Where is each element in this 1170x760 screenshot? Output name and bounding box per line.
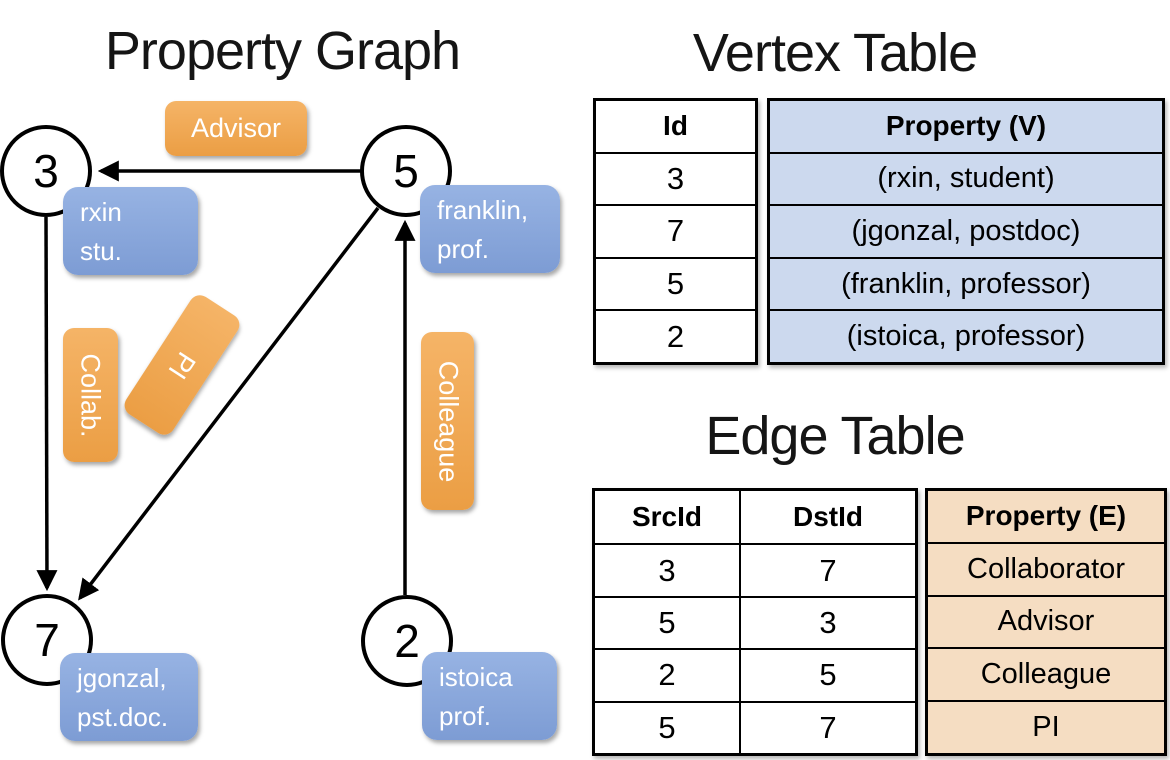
edge-srcid-cell: 5: [595, 595, 739, 648]
vertex-property-line: jgonzal,: [77, 663, 167, 693]
edge-dstid-cell: 5: [739, 648, 915, 701]
vertex-property-box-7: jgonzal, pst.doc.: [60, 653, 198, 741]
vertex-property-box-3: rxin stu.: [63, 187, 198, 275]
vertex-property-line: prof.: [439, 701, 492, 731]
vertex-property-line: pst.doc.: [77, 702, 169, 732]
node-id: 2: [394, 615, 420, 667]
vertex-table-header-id: Id: [663, 110, 688, 142]
edge-dstid-cell: 3: [739, 595, 915, 649]
vertex-property-cell: (rxin, student): [770, 151, 1162, 205]
edge-collaborator-3-to-7: [36, 216, 58, 592]
vertex-property-line: rxin: [80, 197, 122, 227]
edge-label-colleague: Colleague: [421, 332, 474, 510]
vertex-property-line: franklin,: [437, 195, 529, 225]
vertex-table-id-column: Id 3 7 5 2: [593, 98, 758, 365]
vertex-property-box-5: franklin, prof.: [420, 185, 560, 273]
edge-property-cell: Colleague: [928, 647, 1164, 700]
vertex-id-cell: 7: [596, 204, 755, 257]
property-graph-title: Property Graph: [104, 21, 461, 81]
graph-node-2: 2: [361, 595, 453, 687]
edge-label-text: Collab.: [76, 352, 107, 438]
graph-edges: [36, 160, 416, 601]
vertex-property-line: istoica: [439, 662, 513, 692]
edge-label-advisor: Advisor: [165, 101, 307, 156]
edge-table-header-srcid: SrcId: [631, 501, 703, 533]
edge-table-header-property: Property (E): [965, 500, 1127, 532]
edge-property-cell: PI: [928, 700, 1164, 753]
node-id: 7: [34, 614, 60, 666]
node-id: 5: [393, 145, 419, 197]
vertex-table-property-column: Property (V) (rxin, student) (jgonzal, p…: [767, 98, 1165, 365]
edge-dstid-cell: 7: [739, 700, 915, 753]
vertex-property-line: prof.: [437, 234, 490, 264]
vertex-property-box-2: istoica prof.: [422, 652, 557, 740]
edge-property-cell: Advisor: [928, 594, 1164, 648]
vertex-id-cell: 5: [596, 256, 755, 310]
vertex-property-cell: (jgonzal, postdoc): [770, 204, 1162, 257]
edge-table-header-dstid: DstId: [739, 491, 915, 544]
graph-node-5: 5: [360, 125, 452, 217]
vertex-property-cell: (franklin, professor): [770, 256, 1162, 310]
edge-dstid-cell: 7: [739, 543, 915, 596]
edge-label-text: PI: [162, 346, 202, 385]
vertex-id-cell: 3: [596, 151, 755, 205]
edge-srcid-cell: 5: [595, 700, 739, 753]
edge-property-cell: Collaborator: [928, 541, 1164, 595]
vertex-table-title: Vertex Table: [692, 23, 978, 83]
node-id: 3: [33, 145, 59, 197]
vertex-property-line: stu.: [80, 236, 122, 266]
edge-table-id-columns: SrcId DstId 3 7 5 3 2 5 5 7: [592, 488, 918, 756]
vertex-property-cell: (istoica, professor): [770, 309, 1162, 362]
edge-table-title: Edge Table: [705, 406, 965, 466]
edge-label-text: Colleague: [433, 360, 463, 482]
vertex-id-cell: 2: [596, 309, 755, 362]
edge-label-text: Advisor: [190, 113, 282, 143]
vertex-table-header-property: Property (V): [885, 110, 1047, 142]
edge-table-property-column: Property (E) Collaborator Advisor Collea…: [925, 488, 1167, 756]
edge-label-collab: Collab.: [63, 328, 118, 462]
edge-srcid-cell: 3: [595, 543, 739, 595]
edge-pi-5-to-7: [78, 206, 380, 601]
edge-srcid-cell: 2: [595, 648, 739, 700]
